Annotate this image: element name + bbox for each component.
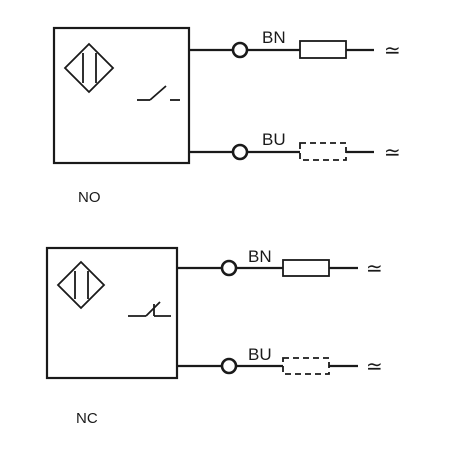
load-resistor-dashed-icon	[299, 142, 347, 161]
supply-symbol: ≃	[366, 354, 383, 378]
load-resistor-icon	[299, 40, 347, 59]
load-resistor-dashed-icon	[282, 357, 330, 375]
sensor-housing-nc	[45, 246, 179, 380]
wire-bu-nc: BU ≃	[177, 345, 383, 378]
supply-symbol: ≃	[384, 140, 401, 164]
load-resistor-icon	[282, 259, 330, 277]
circuit-type-label-no: NO	[78, 189, 101, 206]
circuit-type-label-nc: NC	[76, 410, 98, 427]
terminal-icon	[220, 357, 238, 375]
wire-label-bu: BU	[248, 345, 272, 364]
wire-label-bn: BN	[262, 28, 286, 47]
normally-open-contact-icon	[137, 85, 180, 101]
normally-closed-contact-icon	[128, 301, 171, 317]
wire-label-bn: BN	[248, 247, 272, 266]
wire-bn-nc: BN ≃	[177, 247, 383, 280]
wire-bu-no: BU ≃	[189, 130, 401, 164]
supply-symbol: ≃	[384, 38, 401, 62]
sensor-housing-no	[52, 26, 191, 165]
wire-bn-no: BN ≃	[189, 28, 401, 62]
inductive-sensor-icon	[63, 42, 115, 94]
terminal-icon	[220, 259, 238, 277]
terminal-icon	[231, 41, 249, 59]
inductive-sensor-icon	[56, 260, 106, 310]
circuit-no: BN ≃ BU ≃ NO	[52, 26, 401, 206]
supply-symbol: ≃	[366, 256, 383, 280]
wire-label-bu: BU	[262, 130, 286, 149]
terminal-icon	[231, 143, 249, 161]
circuit-nc: BN ≃ BU ≃ NC	[45, 246, 383, 427]
